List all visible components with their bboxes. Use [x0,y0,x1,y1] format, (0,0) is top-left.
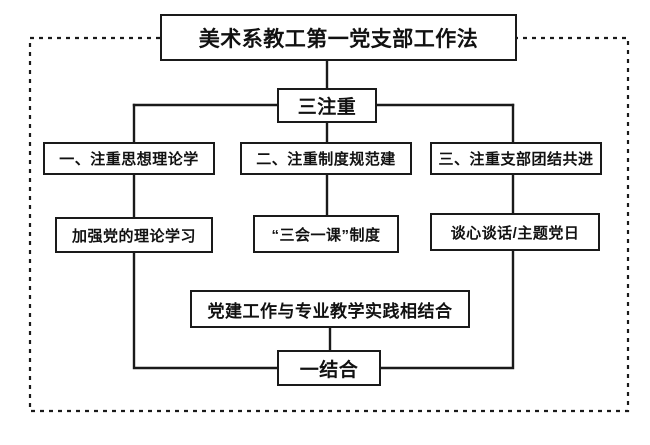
node-detail-3-label: 谈心谈话/主题党日 [450,224,580,242]
node-title: 美术系教工第一党支部工作法 [160,14,517,61]
node-hub-label: 三注重 [297,97,357,118]
node-pillar-1: 一、注重思想理论学 [43,142,215,175]
node-pillar-2-label: 二、注重制度规范建 [256,151,396,168]
node-pillar-2: 二、注重制度规范建 [240,142,412,175]
node-combine-long: 党建工作与专业教学实践相结合 [190,290,470,328]
connector-detail1-to-combine [132,251,279,370]
node-pillar-3: 三、注重支部团结共进 [430,142,602,175]
node-hub: 三注重 [277,88,377,123]
node-combine-label: 一结合 [299,359,359,381]
node-detail-3: 谈心谈话/主题党日 [430,213,600,251]
node-detail-1: 加强党的理论学习 [55,217,213,253]
node-detail-2: “三会一课”制度 [253,215,399,253]
node-combine-long-label: 党建工作与专业教学实践相结合 [207,301,453,321]
node-pillar-1-label: 一、注重思想理论学 [59,151,199,168]
node-title-label: 美术系教工第一党支部工作法 [198,27,479,51]
node-pillar-3-label: 三、注重支部团结共进 [438,151,594,168]
node-combine: 一结合 [277,350,381,386]
node-detail-1-label: 加强党的理论学习 [71,227,196,245]
dashed-frame [28,36,630,413]
node-detail-2-label: “三会一课”制度 [271,226,381,244]
connector-detail3-to-combine [379,249,515,370]
